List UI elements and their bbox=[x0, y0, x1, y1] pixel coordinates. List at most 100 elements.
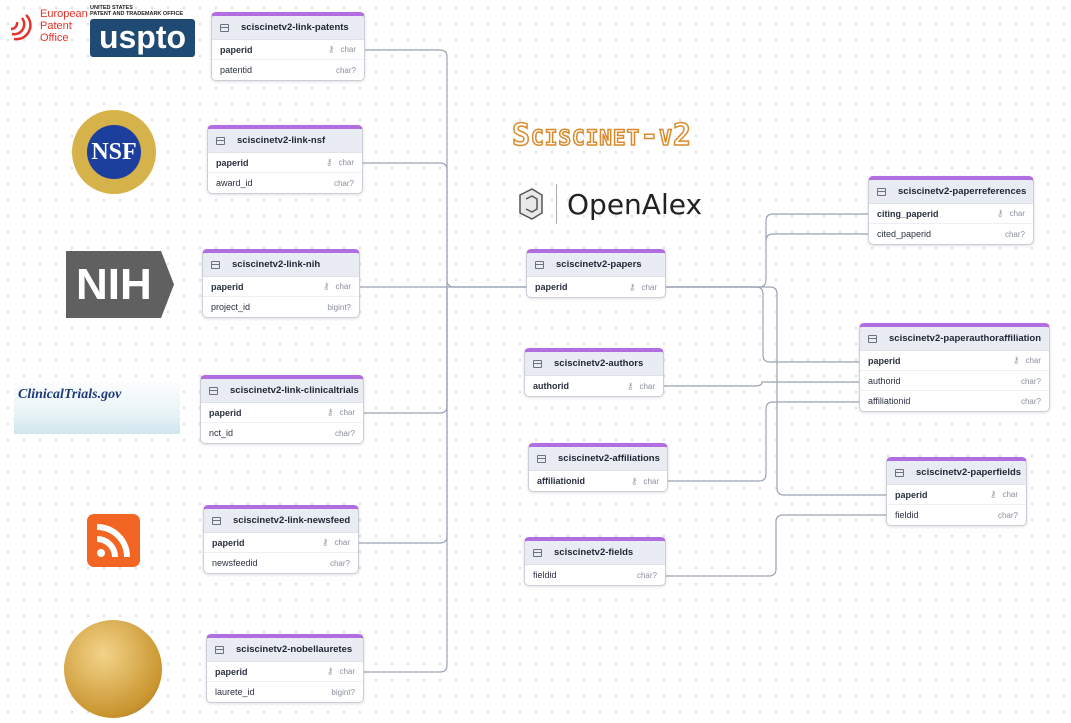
column-type: char bbox=[339, 408, 355, 417]
column-row[interactable]: authorid⚷char bbox=[525, 376, 663, 396]
column-name: authorid bbox=[533, 381, 569, 391]
column-row[interactable]: paperid⚷char bbox=[203, 277, 359, 297]
table-header[interactable]: sciscinetv2-papers bbox=[527, 253, 665, 277]
column-row[interactable]: paperid ⚷ char bbox=[860, 351, 1049, 371]
openalex-logo: OpenAlex bbox=[516, 184, 702, 224]
column-row[interactable]: paperid⚷char bbox=[207, 662, 363, 682]
table-header[interactable]: sciscinetv2-link-nih bbox=[203, 253, 359, 277]
column-row[interactable]: paperid⚷char bbox=[201, 403, 363, 423]
column-row[interactable]: paperid⚷char bbox=[527, 277, 665, 297]
edge-papers-refs-cited bbox=[765, 233, 868, 242]
column-type: char? bbox=[997, 511, 1018, 520]
clinicaltrials-text: ClinicalTrials.gov bbox=[18, 387, 122, 402]
table-name: sciscinetv2-paperauthoraffiliation bbox=[889, 333, 1042, 344]
table-header[interactable]: sciscinetv2-link-clinicaltrials bbox=[201, 379, 363, 403]
column-row[interactable]: affiliationid⚷char bbox=[529, 471, 667, 491]
column-type: char bbox=[335, 282, 351, 291]
table-header[interactable]: sciscinetv2-affiliations bbox=[529, 447, 667, 471]
table-name: sciscinetv2-affiliations bbox=[558, 453, 660, 464]
table-header[interactable]: sciscinetv2-link-patents bbox=[212, 16, 364, 40]
table-header[interactable]: sciscinetv2-authors bbox=[525, 352, 663, 376]
table-name: sciscinetv2-fields bbox=[554, 547, 634, 558]
table-paa[interactable]: sciscinetv2-paperauthoraffiliation paperi… bbox=[859, 323, 1050, 412]
column-row[interactable]: paperid⚷char bbox=[212, 40, 364, 60]
column-type: char? bbox=[1020, 376, 1041, 386]
table-icon bbox=[535, 260, 544, 269]
column-row[interactable]: paperid⚷char bbox=[204, 533, 358, 553]
edge-clinical-papers bbox=[364, 287, 448, 414]
column-name: paperid bbox=[868, 355, 901, 366]
nobel-medal-icon bbox=[64, 620, 162, 718]
table-icon bbox=[877, 187, 886, 196]
key-icon: ⚷ bbox=[327, 44, 335, 54]
key-icon: ⚷ bbox=[321, 537, 329, 547]
column-type: char? bbox=[1004, 230, 1025, 239]
column-type: bigint? bbox=[331, 688, 355, 697]
edge-papers-refs-citing bbox=[666, 213, 868, 288]
table-header[interactable]: sciscinetv2-paperreferences bbox=[869, 180, 1033, 204]
sciscinet-title: Sciscinet-v2 bbox=[511, 117, 692, 154]
epo-icon bbox=[10, 14, 32, 41]
table-name: sciscinetv2-link-newsfeed bbox=[233, 515, 351, 526]
column-type: char? bbox=[636, 571, 657, 580]
column-row[interactable]: paperid⚷char bbox=[208, 153, 362, 173]
table-header[interactable]: sciscinetv2-paperauthoraffiliation bbox=[860, 327, 1049, 351]
column-name: project_id bbox=[211, 302, 251, 312]
column-row[interactable]: award_id char? bbox=[208, 173, 362, 193]
key-icon: ⚷ bbox=[322, 281, 330, 291]
column-row[interactable]: citing_paperid⚷char bbox=[869, 204, 1033, 224]
column-name: nct_id bbox=[209, 428, 234, 438]
table-affiliations[interactable]: sciscinetv2-affiliations affiliationid⚷ch… bbox=[528, 443, 668, 492]
table-header[interactable]: sciscinetv2-paperfields bbox=[887, 461, 1026, 485]
column-row[interactable]: paperid⚷char bbox=[887, 485, 1026, 505]
column-type: char bbox=[1025, 356, 1041, 365]
column-type: char? bbox=[329, 559, 350, 568]
column-name: citing_paperid bbox=[877, 208, 939, 219]
table-refs[interactable]: sciscinetv2-paperreferences citing_paperi… bbox=[868, 176, 1034, 245]
column-type: char bbox=[639, 381, 655, 391]
edge-papers-paa bbox=[666, 286, 859, 363]
table-header[interactable]: sciscinetv2-link-nsf bbox=[208, 129, 362, 153]
table-icon bbox=[211, 260, 220, 269]
table-header[interactable]: sciscinetv2-fields bbox=[525, 541, 665, 565]
column-name: patentid bbox=[220, 65, 253, 75]
table-name: sciscinetv2-paperreferences bbox=[898, 186, 1027, 197]
table-icon bbox=[533, 548, 542, 557]
table-name: sciscinetv2-link-clinicaltrials bbox=[230, 385, 359, 396]
table-clinical[interactable]: sciscinetv2-link-clinicaltrials paperid⚷c… bbox=[200, 375, 364, 444]
table-header[interactable]: sciscinetv2-nobellauretes bbox=[207, 638, 363, 662]
table-header[interactable]: sciscinetv2-link-newsfeed bbox=[204, 509, 358, 533]
column-name: award_id bbox=[216, 178, 253, 188]
key-icon: ⚷ bbox=[325, 157, 333, 167]
key-icon: ⚷ bbox=[1012, 355, 1020, 365]
column-type: char? bbox=[333, 179, 354, 188]
table-icon bbox=[533, 359, 542, 368]
epo-line3: Office bbox=[40, 32, 69, 44]
table-icon bbox=[212, 516, 221, 525]
key-icon: ⚷ bbox=[996, 208, 1004, 218]
edge-newsfeed-papers bbox=[359, 287, 448, 544]
table-name: sciscinetv2-paperfields bbox=[916, 467, 1022, 478]
